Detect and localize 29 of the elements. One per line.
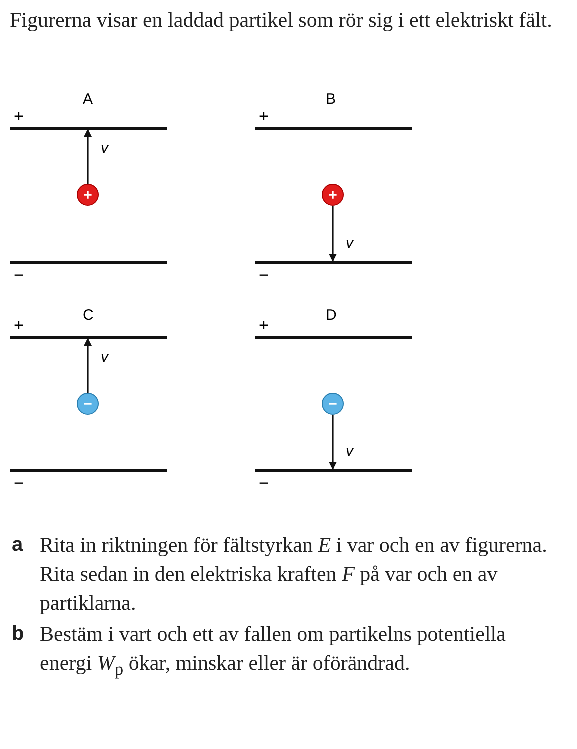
panel-letter: C	[83, 308, 94, 324]
charged-particle: +	[77, 184, 99, 206]
panel-letter: A	[83, 92, 94, 108]
edge-label: v	[346, 444, 354, 460]
question-text: Rita in riktningen för fältstyrkan E i var och en av figurerna. Rita sedan in den elektriska kraften F på var och en av partiklarna.	[40, 532, 548, 617]
edge-label: v	[101, 350, 108, 366]
plate-sign: −	[14, 267, 24, 284]
charged-particle: +	[322, 184, 344, 206]
plate-sign: −	[259, 267, 269, 284]
question-text: Bestäm i vart och ett av fallen om partikelns potentiella energi W$_{p}$ ökar, minskar eller är oförändrad.	[40, 621, 507, 682]
plate-sign: +	[259, 317, 269, 334]
plate-sign: −	[259, 475, 269, 492]
plate-sign: +	[14, 317, 24, 334]
plate-sign: −	[14, 475, 24, 492]
velocity-arrow	[84, 129, 92, 184]
panel-letter: B	[326, 92, 336, 108]
plate-sign: +	[259, 108, 269, 125]
charged-particle: −	[322, 393, 344, 415]
title-text: Figurerna visar en laddad partikel som rör sig i ett elektriskt fält.	[10, 7, 554, 34]
velocity-arrow	[329, 206, 337, 262]
item-letter: b	[12, 622, 24, 647]
plate-sign: +	[14, 108, 24, 125]
velocity-arrow	[329, 415, 337, 470]
edge-label: v	[101, 141, 108, 157]
item-letter: a	[12, 533, 24, 558]
panel-letter: D	[326, 308, 337, 324]
velocity-arrow	[84, 338, 92, 393]
edge-label: v	[346, 236, 354, 252]
charged-particle: −	[77, 393, 99, 415]
